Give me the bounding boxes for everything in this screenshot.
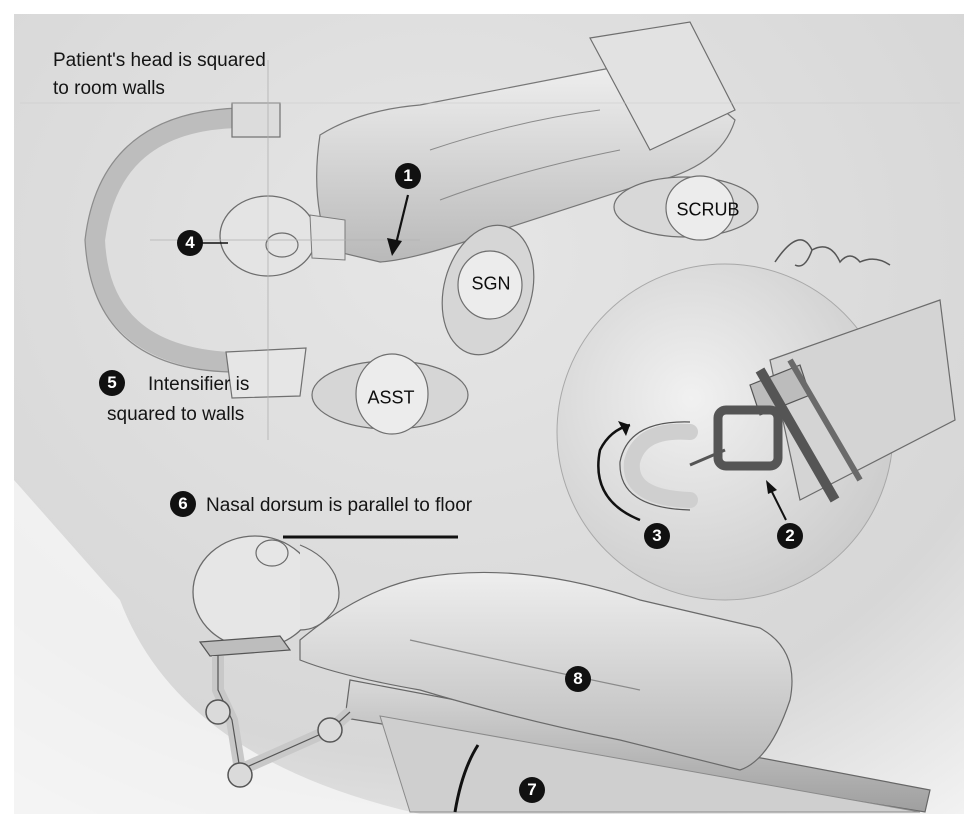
intensifier-label-line2: squared to walls xyxy=(107,403,244,426)
marker-5: 5 xyxy=(99,370,125,396)
marker-6: 6 xyxy=(170,491,196,517)
head-holder-joint xyxy=(228,763,252,787)
head-holder-joint xyxy=(206,700,230,724)
marker-3: 3 xyxy=(644,523,670,549)
assistant-label: ASST xyxy=(367,388,414,409)
marker-1: 1 xyxy=(395,163,421,189)
patient-head-lateral xyxy=(193,536,317,648)
marker-4: 4 xyxy=(177,230,203,256)
head-squared-label-line1: Patient's head is squared xyxy=(53,49,266,72)
c-arm-source xyxy=(232,103,280,137)
marker-7: 7 xyxy=(519,777,545,803)
marker-2: 2 xyxy=(777,523,803,549)
surgeon-label: SGN xyxy=(471,274,510,295)
marker-8: 8 xyxy=(565,666,591,692)
nasal-dorsum-label: Nasal dorsum is parallel to floor xyxy=(206,494,472,517)
neck xyxy=(310,215,345,260)
scrub-label: SCRUB xyxy=(676,200,739,221)
head-squared-label-line2: to room walls xyxy=(53,77,165,100)
intensifier-label-line1: Intensifier is xyxy=(148,373,249,396)
head-holder-joint xyxy=(318,718,342,742)
